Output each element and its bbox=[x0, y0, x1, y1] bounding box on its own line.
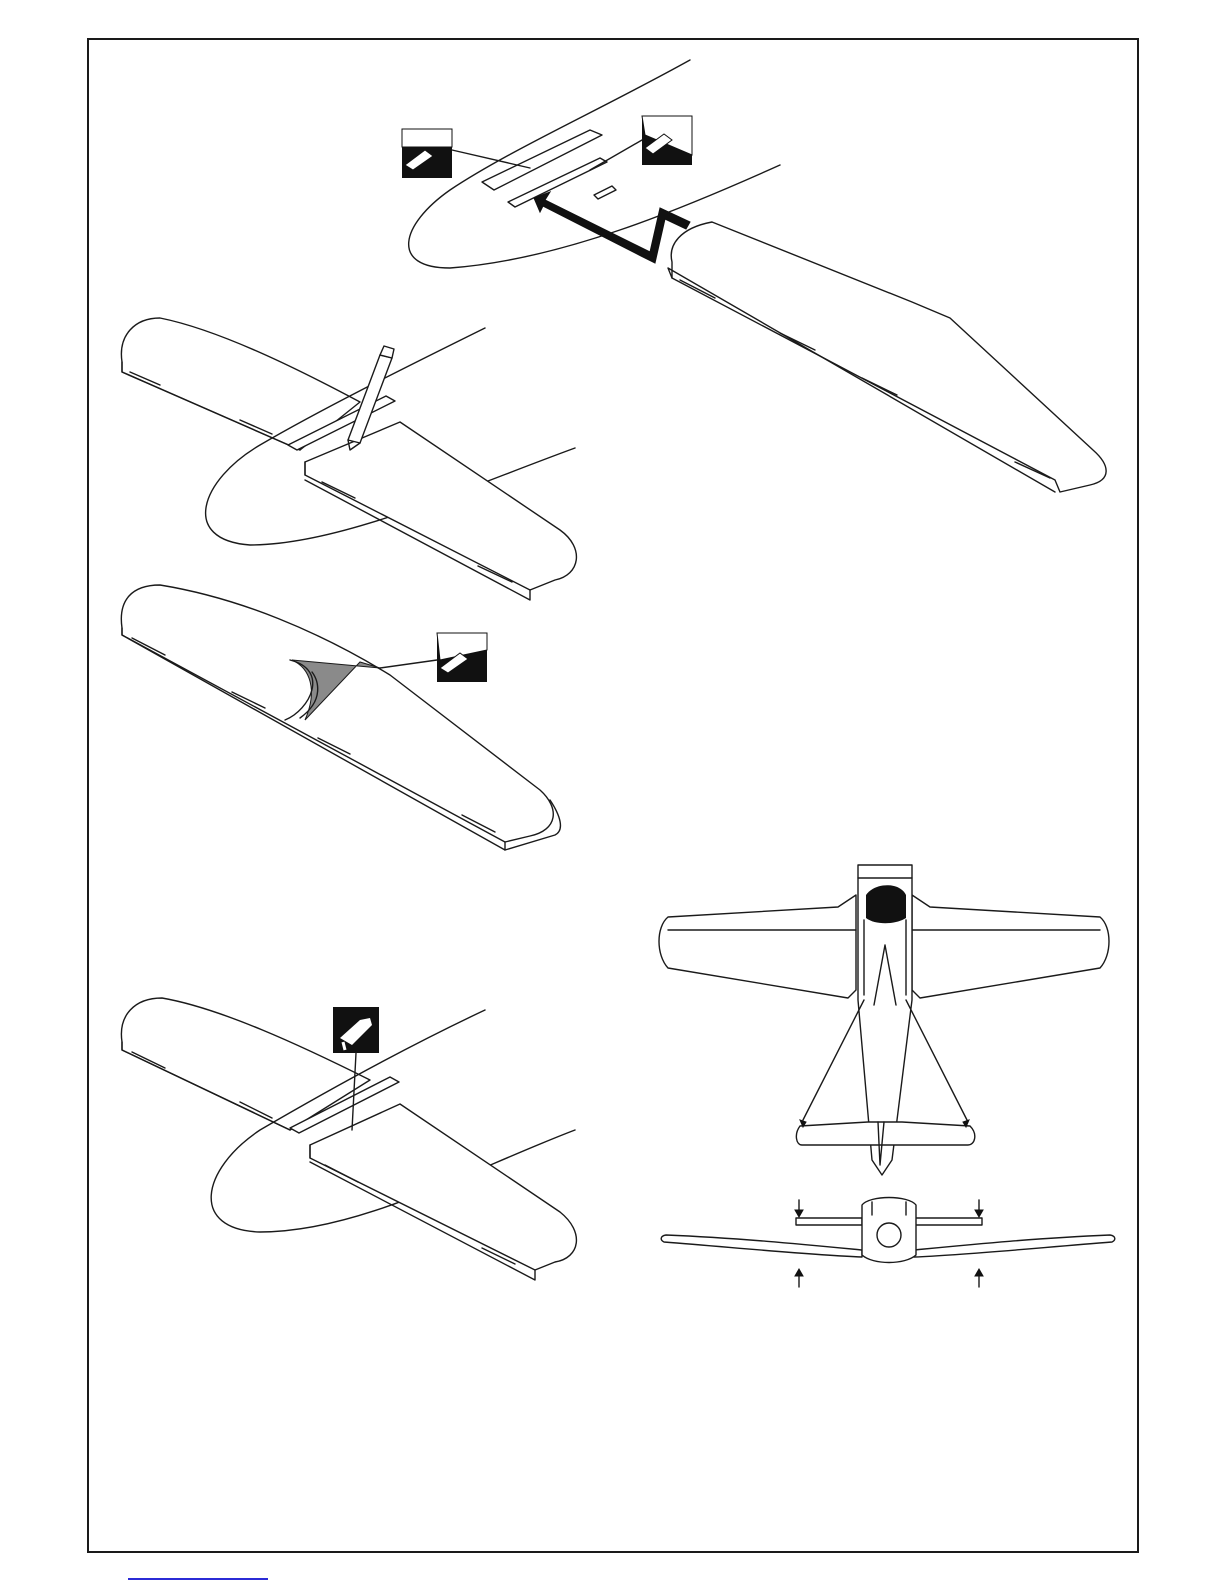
step-sand-wing-root bbox=[121, 585, 560, 850]
wing-panel-right bbox=[305, 422, 576, 600]
airplane-front-view bbox=[661, 1198, 1115, 1263]
step-glue-wing-halves bbox=[121, 998, 576, 1280]
footer-link-underline[interactable] bbox=[128, 1578, 268, 1580]
arrow-down-icon bbox=[975, 1200, 983, 1217]
sanding-icon bbox=[380, 633, 487, 682]
step-mark-wing-centre bbox=[121, 318, 576, 600]
airplane-top-view bbox=[659, 865, 1109, 1175]
step-check-dihedral-front-view bbox=[661, 1198, 1115, 1288]
wing-panel-right bbox=[668, 222, 1106, 492]
arrow-up-icon bbox=[975, 1269, 983, 1287]
arrow-down-icon bbox=[795, 1200, 803, 1217]
wing-panel-right bbox=[310, 1104, 576, 1280]
sanding-icon bbox=[590, 116, 692, 170]
joiner-arrow bbox=[534, 192, 690, 263]
step-fit-wing-halves bbox=[402, 60, 1106, 492]
arrow-up-icon bbox=[795, 1269, 803, 1287]
step-check-alignment-top-view bbox=[659, 865, 1109, 1175]
joined-wing bbox=[121, 585, 560, 850]
